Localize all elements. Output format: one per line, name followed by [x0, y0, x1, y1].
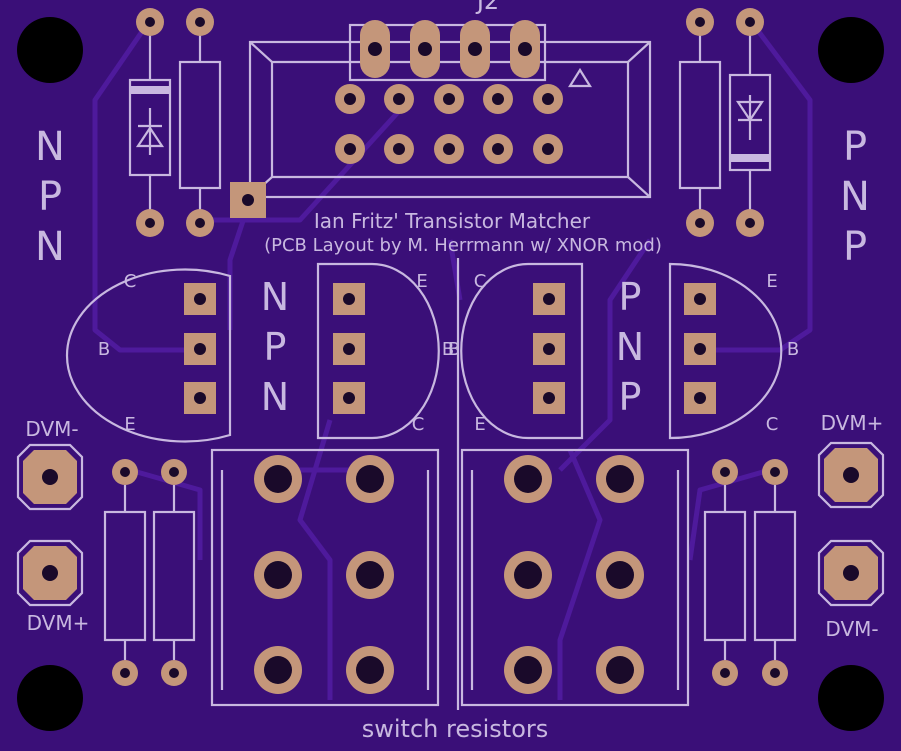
transistor-socket-2: E B C [316, 262, 454, 440]
dvm-br-label: DVM- [825, 617, 878, 641]
npn-center-1: N [261, 275, 289, 319]
header-pin-grid [335, 84, 563, 164]
pnp-center-1: P [619, 275, 642, 319]
s2-b-label: B [442, 339, 454, 360]
header-top-pads [360, 20, 540, 78]
npn-letter-1: N [35, 124, 65, 170]
mount-hole-bl [17, 665, 83, 731]
pnp-center-2: N [616, 325, 644, 369]
s3-b-label: B [448, 339, 460, 360]
s2-e-label: E [416, 271, 427, 292]
header-ref-label: J2 [475, 0, 499, 15]
mount-hole-tl [17, 17, 83, 83]
resistors-bottom-left [103, 459, 196, 686]
s2-c-label: C [412, 414, 425, 435]
dvm-pads-right: DVM+ DVM- [817, 411, 885, 641]
npn-letter-2: P [38, 174, 62, 220]
pnp-center-label: P N P [616, 275, 644, 419]
transistor-socket-1: C B E [65, 268, 232, 443]
diode-left [128, 8, 172, 237]
switch-left [210, 448, 440, 707]
npn-letter-3: N [35, 224, 65, 270]
s4-b-label: B [787, 339, 799, 360]
npn-center-2: P [264, 325, 287, 369]
header-j2: J2 [230, 0, 652, 218]
s4-e-label: E [766, 271, 777, 292]
s1-b-label: B [98, 339, 110, 360]
pnp-letter-2: N [840, 174, 870, 220]
transistor-socket-4: E B C [668, 262, 799, 440]
s3-c-label: C [474, 271, 487, 292]
pnp-letter-1: P [843, 124, 867, 170]
npn-side-label: N P N [35, 124, 65, 270]
dvm-bl-label: DVM+ [27, 611, 90, 635]
board-subtitle: (PCB Layout by M. Herrmann w/ XNOR mod) [264, 235, 662, 256]
diode-right [728, 8, 772, 237]
mount-hole-br [818, 665, 884, 731]
mount-hole-tr [818, 17, 884, 83]
mounting-holes [17, 17, 884, 731]
transistor-socket-3: C B E [448, 262, 584, 440]
s4-c-label: C [766, 414, 779, 435]
npn-center-label: N P N [261, 275, 289, 419]
pnp-side-label: P N P [840, 124, 870, 270]
resistor-top-left [178, 8, 222, 237]
s3-e-label: E [474, 414, 485, 435]
resistors-bottom-right [703, 459, 797, 686]
pnp-center-3: P [619, 375, 642, 419]
dvm-pads-left: DVM- DVM+ [16, 417, 90, 635]
pnp-letter-3: P [843, 224, 867, 270]
board-title: Ian Fritz' Transistor Matcher [314, 209, 591, 233]
bottom-label: switch resistors [362, 715, 549, 743]
s1-e-label: E [124, 414, 135, 435]
switch-right [460, 448, 690, 707]
resistor-top-right [678, 8, 722, 237]
s1-c-label: C [124, 271, 137, 292]
npn-center-3: N [261, 375, 289, 419]
dvm-tr-label: DVM+ [821, 411, 884, 435]
dvm-tl-label: DVM- [25, 417, 78, 441]
